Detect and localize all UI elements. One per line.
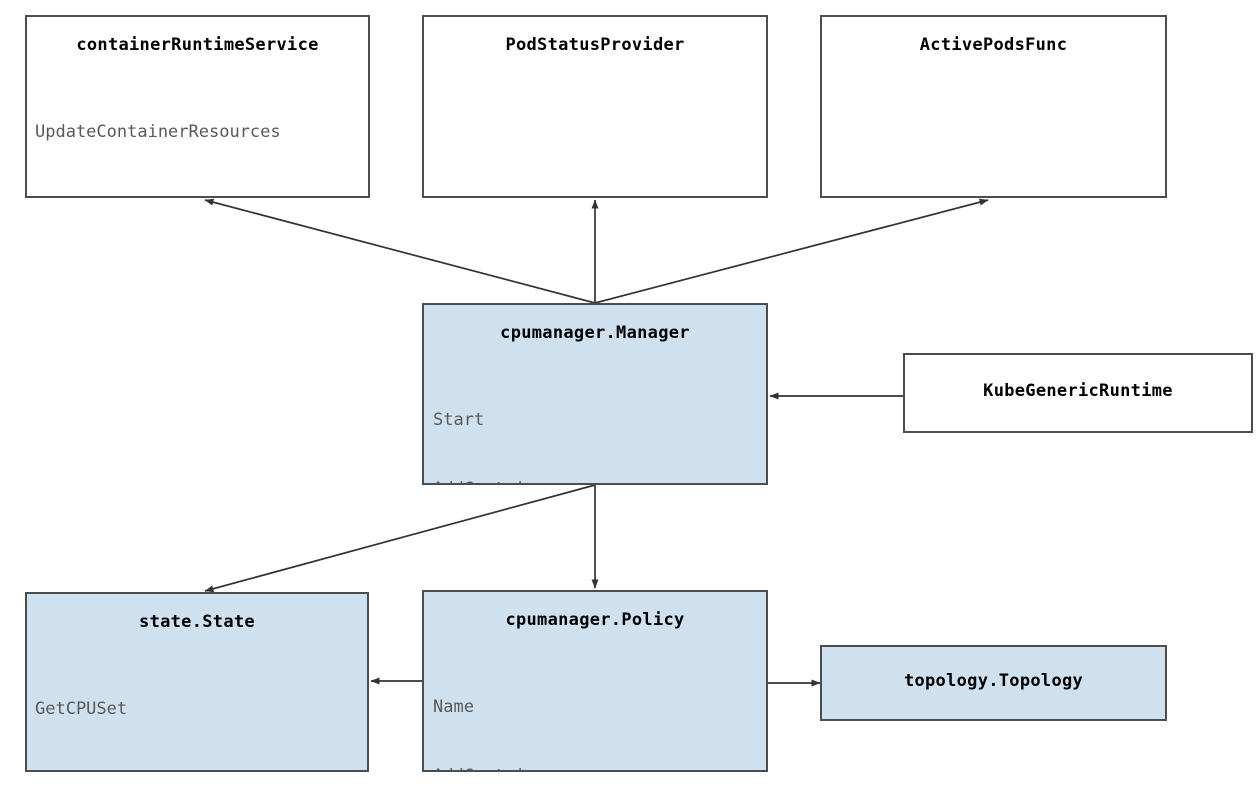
edge-manager-to-container-runtime-service: [204, 198, 596, 304]
edge-manager-to-active-pods-func: [594, 198, 989, 304]
node-pod-status-provider[interactable]: PodStatusProvider: [422, 15, 768, 198]
node-members: GetCPUSet GetDefaultCPUSet SetCPUSet Set…: [35, 652, 367, 770]
node-active-pods-func[interactable]: ActivePodsFunc: [820, 15, 1167, 198]
member-line: AddContainer: [433, 478, 766, 483]
member-line: Name: [433, 697, 474, 717]
node-members: Name AddContainer RemoveContainer: [433, 650, 766, 770]
member-line: AddContainer: [433, 765, 766, 770]
node-cpumanager-manager[interactable]: cpumanager.Manager Start AddContainer Re…: [422, 303, 768, 485]
edge-manager-to-state-state: [204, 484, 596, 593]
member-line: GetCPUSet: [35, 699, 128, 719]
node-title: topology.Topology: [903, 671, 1084, 691]
node-title: containerRuntimeService: [76, 35, 319, 55]
member-line: GetDefaultCPUSet: [35, 767, 367, 770]
member-line: UpdateContainerResources: [35, 122, 281, 142]
node-container-runtime-service[interactable]: containerRuntimeService UpdateContainerR…: [25, 15, 370, 198]
node-topology-topology[interactable]: topology.Topology: [820, 645, 1167, 721]
node-title: ActivePodsFunc: [919, 35, 1068, 55]
node-title: state.State: [139, 612, 255, 632]
node-title: KubeGenericRuntime: [983, 381, 1173, 401]
node-title: PodStatusProvider: [505, 35, 685, 55]
node-title: cpumanager.Manager: [500, 323, 690, 343]
node-cpumanager-policy[interactable]: cpumanager.Policy Name AddContainer Remo…: [422, 590, 768, 772]
member-line: Start: [433, 410, 485, 430]
node-kube-generic-runtime[interactable]: KubeGenericRuntime: [903, 353, 1253, 433]
node-state-state[interactable]: state.State GetCPUSet GetDefaultCPUSet S…: [25, 592, 369, 772]
node-title: cpumanager.Policy: [505, 610, 685, 630]
node-members: UpdateContainerResources: [35, 75, 368, 190]
node-members: Start AddContainer RemoveContainer State: [433, 363, 766, 483]
